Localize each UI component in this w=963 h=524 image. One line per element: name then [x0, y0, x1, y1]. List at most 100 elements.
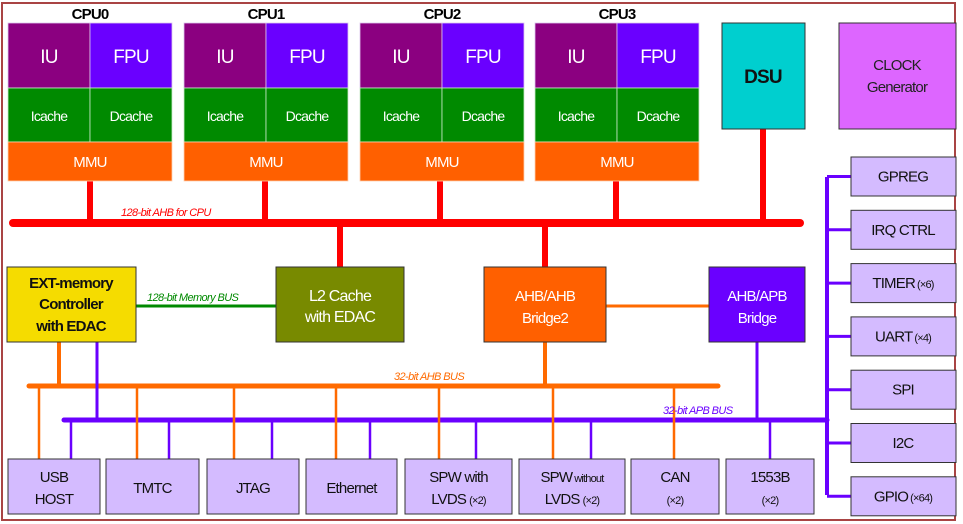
iu-label: IU	[567, 47, 584, 68]
apb-peripheral-label: TIMER(×6)	[872, 275, 933, 292]
apb-peripheral-block[interactable]: UART(×4)	[850, 316, 957, 357]
mmu-unit[interactable]	[7, 141, 173, 182]
fpu-unit[interactable]	[265, 22, 349, 89]
bottom-peripheral-name-2: LVDS	[431, 491, 467, 508]
ahbapb-label-1: AHB/APB	[727, 288, 787, 305]
mmu-unit[interactable]	[534, 141, 700, 182]
apb-peripheral-block[interactable]: GPREG	[850, 156, 957, 197]
icache-label: Icache	[31, 108, 68, 124]
dcache-unit[interactable]	[89, 87, 173, 143]
fpu-unit[interactable]	[89, 22, 173, 89]
apb-peripheral-block[interactable]: I2C	[850, 423, 957, 463]
fpu-label: FPU	[289, 47, 325, 68]
bottom-peripheral-line1: JTAG	[236, 480, 270, 497]
icache-label: Icache	[558, 108, 595, 124]
l2-label-2: with EDAC	[304, 309, 375, 326]
iu-label: IU	[40, 47, 57, 68]
bottom-peripheral-qualifier: without	[573, 473, 604, 485]
cpu-title: CPU2	[424, 6, 461, 23]
iu-unit[interactable]	[183, 22, 267, 89]
apb-peripheral-label: GPIO(×64)	[874, 488, 932, 505]
apb-bus-label: 32-bit APB BUS	[663, 405, 734, 417]
fpu-label: FPU	[640, 47, 676, 68]
apb-peripheral-label: IRQ CTRL	[871, 222, 935, 239]
apb-peripheral-label: SPI	[892, 382, 914, 399]
apb-peripheral-multiplicity: (×4)	[914, 332, 931, 344]
bottom-peripheral-block[interactable]: 1553B(×2)	[725, 458, 815, 515]
bottom-peripheral-line1: USB	[40, 469, 69, 486]
apb-peripheral-name: I2C	[893, 435, 915, 452]
icache-label: Icache	[207, 108, 244, 124]
memory-bus-label: 128-bit Memory BUS	[147, 292, 240, 304]
dcache-unit[interactable]	[265, 87, 349, 143]
bottom-peripheral-multiplicity: (×2)	[667, 495, 684, 507]
cpu-title: CPU1	[248, 6, 285, 23]
mmu-unit[interactable]	[183, 141, 349, 182]
dcache-label: Dcache	[110, 108, 154, 124]
dsu-block[interactable]: DSU	[721, 22, 806, 130]
apb-peripheral-label: UART(×4)	[875, 328, 931, 345]
dcache-unit[interactable]	[616, 87, 700, 143]
bottom-peripheral-line1: TMTC	[133, 480, 172, 497]
mmu-unit[interactable]	[359, 141, 525, 182]
bottom-peripheral-block[interactable]: TMTC	[105, 458, 200, 515]
apb-peripheral-name: GPREG	[878, 169, 928, 186]
fpu-label: FPU	[465, 47, 501, 68]
bottom-peripheral-line2: (×2)	[762, 495, 779, 507]
apb-peripheral-label: I2C	[893, 435, 915, 452]
mmu-label: MMU	[73, 154, 106, 171]
bottom-peripheral-name: CAN	[660, 469, 689, 486]
apb-peripheral-column: GPREG IRQ CTRL TIMER(×6) UART(×4) SPI I2C GPIO…	[850, 156, 957, 517]
apb-peripheral-multiplicity: (×64)	[910, 492, 932, 504]
l2-cache-block[interactable]: L2 Cache with EDAC	[275, 266, 405, 343]
ahb-ahb-bridge2-block[interactable]: AHB/AHB Bridge2	[483, 266, 607, 343]
bottom-peripheral-block[interactable]: JTAG	[206, 458, 300, 515]
apb-peripheral-block[interactable]: SPI	[850, 369, 957, 410]
mmu-label: MMU	[600, 154, 633, 171]
apb-peripheral-block[interactable]: TIMER(×6)	[850, 263, 957, 304]
iu-unit[interactable]	[7, 22, 91, 89]
fpu-unit[interactable]	[441, 22, 525, 89]
cpu-title: CPU0	[72, 6, 109, 23]
apb-peripheral-name: UART	[875, 328, 913, 345]
extmem-label-3: with EDAC	[35, 318, 106, 335]
apb-peripheral-block[interactable]: GPIO(×64)	[850, 476, 957, 517]
bottom-peripheral-line2: LVDS(×2)	[545, 491, 600, 508]
apb-peripheral-name: TIMER	[872, 275, 916, 292]
l2-label-1: L2 Cache	[309, 288, 372, 305]
mmu-label: MMU	[425, 154, 458, 171]
dsu-label: DSU	[744, 67, 782, 88]
apb-peripheral-label: GPREG	[878, 169, 928, 186]
bottom-peripheral-multiplicity: (×2)	[469, 495, 486, 507]
iu-unit[interactable]	[534, 22, 618, 89]
bottom-peripheral-name: TMTC	[133, 480, 172, 497]
wires	[9, 129, 851, 498]
bottom-peripheral-block[interactable]: Ethernet	[305, 458, 398, 515]
ahb-apb-bridge-block[interactable]: AHB/APB Bridge	[708, 266, 806, 343]
apb-peripheral-block[interactable]: IRQ CTRL	[850, 209, 957, 250]
bottom-peripheral-name: JTAG	[236, 480, 270, 497]
iu-label: IU	[216, 47, 233, 68]
extmem-label-1: EXT-memory	[29, 275, 114, 292]
apb-peripheral-name: SPI	[892, 382, 914, 399]
iu-unit[interactable]	[359, 22, 443, 89]
icache-label: Icache	[383, 108, 420, 124]
bottom-peripheral-block[interactable]: CAN (×2)	[630, 458, 720, 515]
fpu-unit[interactable]	[616, 22, 700, 89]
icache-unit[interactable]	[534, 87, 618, 143]
dcache-unit[interactable]	[441, 87, 525, 143]
ext-memory-controller-block[interactable]: EXT-memory Controller with EDAC	[6, 266, 137, 343]
clock-generator-block[interactable]: CLOCK Generator	[838, 22, 957, 130]
dcache-label: Dcache	[462, 108, 506, 124]
bottom-peripheral-name: SPW	[540, 469, 573, 486]
